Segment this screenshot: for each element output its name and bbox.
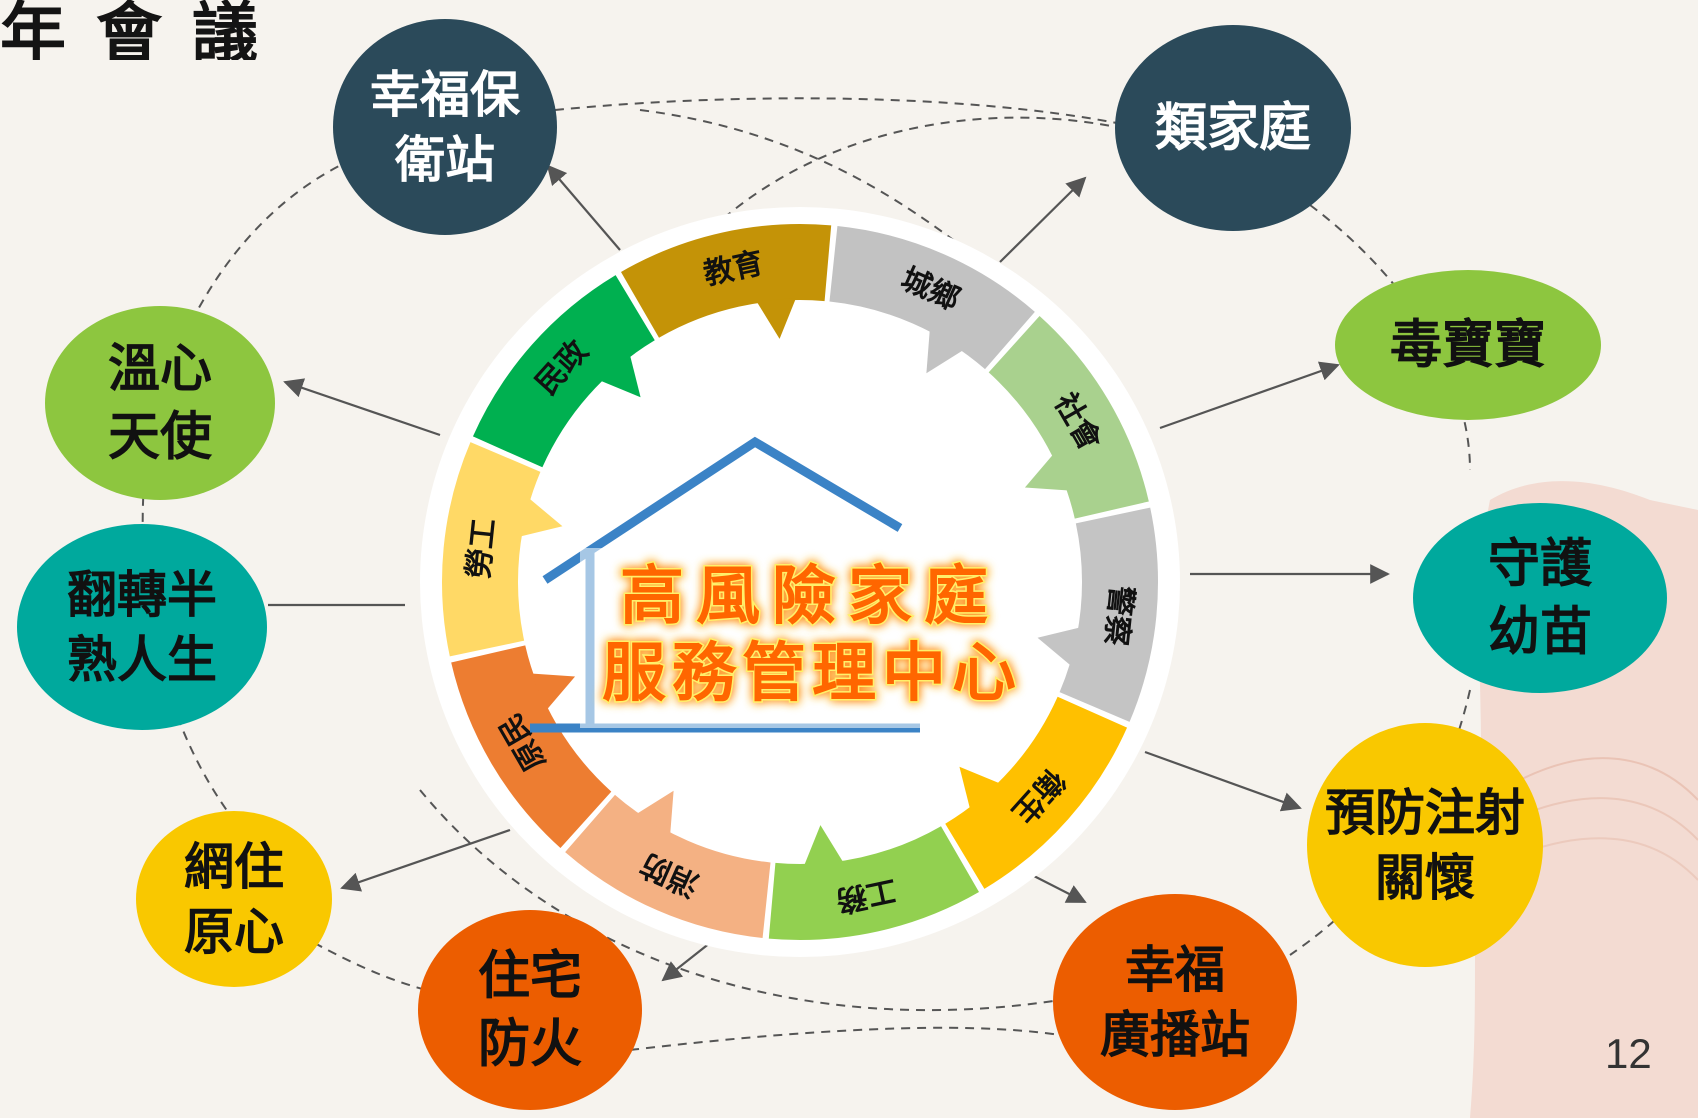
satellite-label: 原心	[184, 902, 284, 961]
ring-segment	[472, 275, 655, 468]
ring-segment-pointer	[519, 498, 563, 537]
ring-segment-pointer	[803, 825, 844, 866]
satellite-label: 守護	[1488, 534, 1593, 595]
ring-segment-pointer	[531, 673, 576, 711]
ring-segment-pointer	[1024, 453, 1069, 491]
ring-segment-pointer	[636, 790, 674, 835]
satellite-circle	[1307, 723, 1543, 967]
satellite-label: 幸福保	[370, 65, 521, 124]
ring-segment	[442, 442, 541, 657]
connector-arrow	[1159, 361, 1340, 430]
ring-segment-pointer	[926, 329, 964, 374]
center-title-line-1: 高風險家庭	[620, 559, 1000, 634]
connectors	[268, 164, 1390, 982]
connector-arrow	[283, 378, 441, 437]
satellite-label: 熟人生	[67, 630, 217, 689]
satellite-circle	[1413, 503, 1667, 693]
satellite-label: 廣播站	[1100, 1005, 1250, 1064]
orbit-cross-1	[699, 116, 1131, 241]
ring-segment-pointer	[959, 766, 1001, 810]
ring-segment	[829, 225, 1035, 370]
ring-segment	[1059, 507, 1158, 722]
satellite-label: 關懷	[1375, 848, 1475, 907]
satellite-label: 翻轉半	[67, 565, 217, 624]
center-title-line-2: 服務管理中心	[602, 636, 1022, 711]
satellite-circle	[333, 19, 557, 235]
satellite-circle	[1053, 894, 1297, 1110]
satellite-label: 類家庭	[1155, 98, 1311, 159]
satellite-circle	[45, 306, 275, 500]
orbit-cross-2	[419, 789, 1061, 1012]
center-hub: 高風險家庭 服務管理中心	[530, 436, 1022, 733]
agency-ring: 教育城鄉社會警察衛生工務消防原民勞工民政	[442, 224, 1158, 940]
connector-arrow	[1144, 750, 1302, 812]
satellite-circle	[418, 910, 642, 1110]
ring-segment-pointer	[1037, 627, 1081, 666]
satellite-label: 溫心	[108, 339, 212, 400]
ring-segment	[621, 224, 832, 338]
satellite-circle	[136, 811, 332, 987]
ring-segment-label: 警察	[1098, 584, 1139, 648]
satellite-label: 幼苗	[1488, 601, 1592, 662]
satellite-label: 防火	[478, 1013, 582, 1074]
satellite-label: 住宅	[478, 946, 582, 1007]
page-title-fragment: 年會議	[0, 0, 288, 60]
satellite-circle	[1335, 270, 1601, 420]
satellite-circle	[1115, 25, 1351, 231]
satellite-label: 天使	[108, 406, 213, 467]
satellite-label: 幸福	[1125, 940, 1225, 999]
connector-arrow	[1029, 873, 1087, 903]
ring-segment	[565, 794, 771, 939]
house-icon	[530, 436, 960, 733]
satellite-label: 衛站	[394, 130, 495, 189]
connector-arrow	[340, 828, 511, 892]
satellite-circle	[17, 524, 267, 730]
connector-arrow	[546, 164, 621, 251]
connector-arrow	[999, 176, 1087, 263]
orbit-bottom	[629, 1026, 1061, 1051]
orbit-right	[1309, 204, 1471, 471]
ring-segment-label: 勞工	[461, 517, 502, 580]
satellite-label: 毒寶寶	[1390, 315, 1546, 376]
ring-segment	[451, 645, 612, 849]
ring-segment	[988, 315, 1149, 519]
satellite-label: 網住	[184, 837, 284, 896]
page-number: 12	[1605, 1030, 1652, 1077]
ring-segment	[945, 696, 1128, 889]
ring-segment-pointer	[599, 354, 641, 398]
orbit-top	[554, 97, 1151, 131]
ring-segment	[768, 826, 979, 940]
ring-segment-pointer	[756, 298, 797, 339]
satellite-label: 預防注射	[1325, 783, 1525, 842]
